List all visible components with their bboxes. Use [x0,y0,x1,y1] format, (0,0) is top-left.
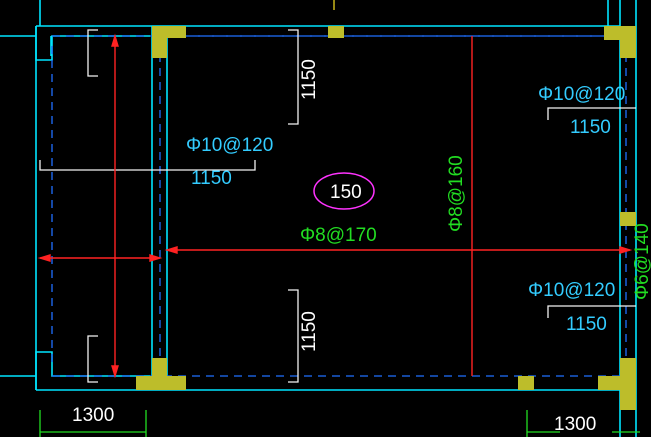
right-top-rebar-spec: Φ10@120 [538,84,625,105]
right-top-rebar-length: 1150 [570,117,611,138]
bottom-right-dimension: 1300 [554,414,596,435]
rebar-red-lines [37,33,633,379]
bottom-dimension-lines [39,410,640,437]
horizontal-rebar-spec: Φ8@170 [300,225,377,246]
support-bar-brackets [39,29,636,383]
top-left-rebar-length: 1150 [191,168,232,189]
bottom-left-dimension: 1300 [72,405,114,426]
right-bottom-rebar-length: 1150 [566,314,607,335]
vertical-rebar-spec: Φ8@160 [446,155,467,232]
top-left-rebar-spec: Φ10@120 [186,135,273,156]
column-top-right [604,26,636,58]
column-bottom-left [152,358,186,390]
center-bottom-length: 1150 [299,311,320,352]
right-bottom-rebar-spec: Φ10@120 [528,280,615,301]
column-top-left [152,26,186,58]
center-top-length: 1150 [299,59,320,100]
column-blocks [136,26,636,410]
column-bottom-left-small [136,376,152,390]
slab-thickness-label: 150 [330,182,362,203]
column-top-mid [328,26,344,38]
wall-outline [0,0,637,437]
column-right-mid [620,212,636,226]
column-bottom-mid [518,376,534,390]
right-edge-partial-spec: Φ6@140 [632,223,651,300]
slab-thickness-callout [313,172,375,210]
column-bottom-right [598,358,636,410]
